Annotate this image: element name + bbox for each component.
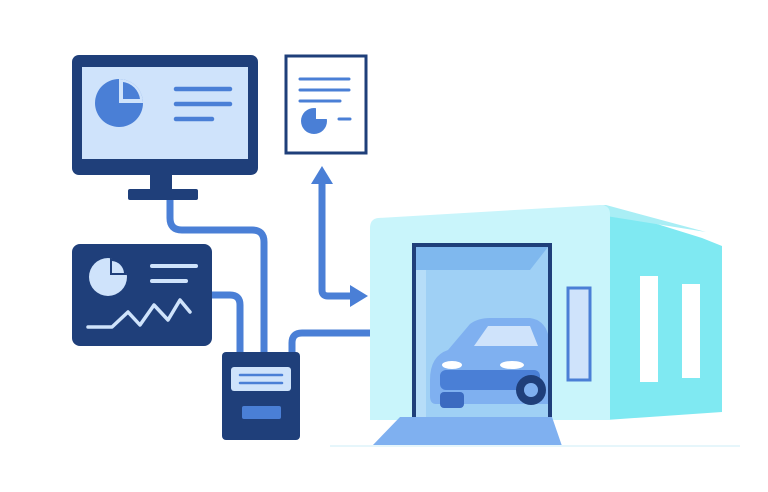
arrowhead-up (311, 166, 333, 184)
connector-garage-to-report (322, 182, 350, 296)
garage-side-wall (606, 208, 722, 420)
connector-dashboard-to-device (210, 295, 240, 352)
connector-device-to-garage (292, 333, 370, 352)
garage-ramp (372, 417, 562, 446)
garage-side-window-1 (568, 288, 590, 380)
garage-wall-window-3 (682, 284, 700, 378)
analytics-panel-icon (72, 244, 212, 346)
pie-chart-icon (95, 79, 143, 127)
desktop-monitor-icon (72, 55, 258, 200)
report-document-icon (286, 56, 366, 153)
panel-pie-icon (89, 258, 127, 296)
garage-wall-window-2 (640, 276, 658, 382)
control-unit-icon (222, 352, 300, 440)
car-headlight (442, 361, 462, 369)
arrowhead-right (350, 285, 368, 307)
